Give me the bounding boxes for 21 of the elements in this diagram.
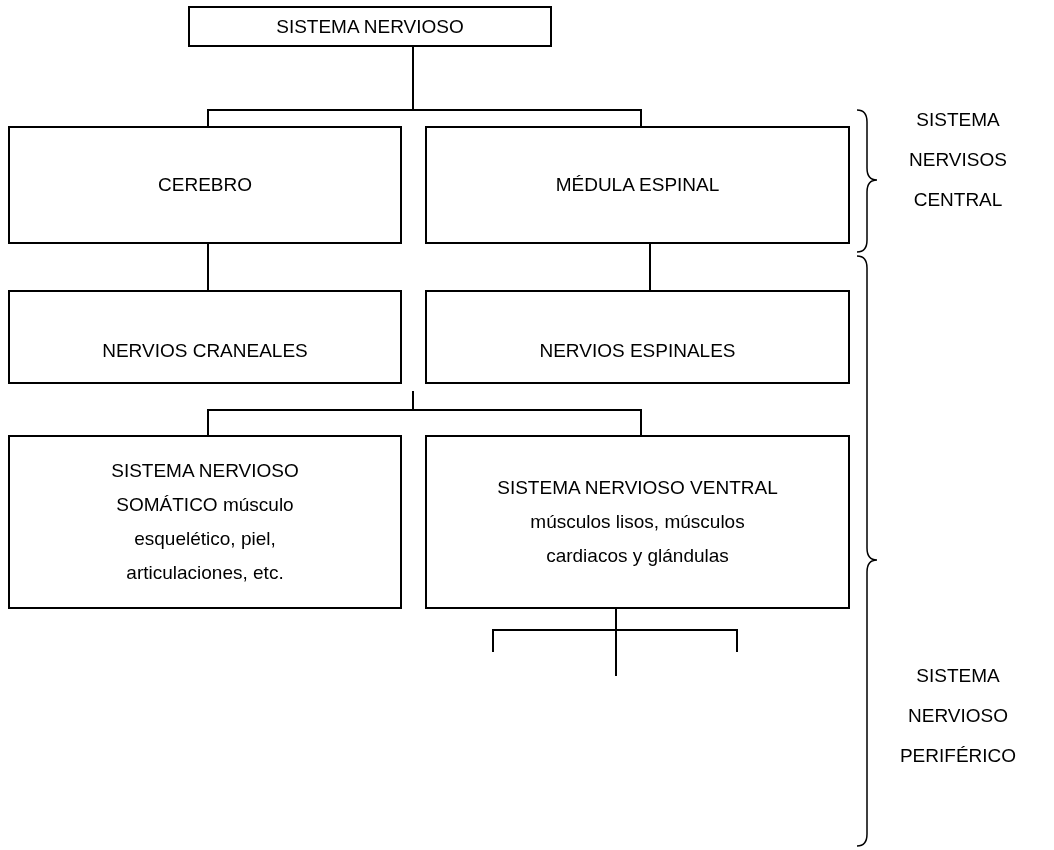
process-box: [188, 6, 552, 47]
process-box: [425, 290, 850, 384]
connector-line: [207, 243, 209, 291]
process-box: [425, 435, 850, 609]
connector-line: [649, 243, 651, 291]
node-text: CEREBRO: [158, 173, 252, 197]
node-text: MÉDULA ESPINAL: [555, 173, 720, 197]
node-text: SISTEMA NERVIOSO SOMÁTICO músculo esquelético, piel, articulaciones, etc.: [110, 459, 300, 585]
process-box: [8, 435, 402, 609]
brace-label: SISTEMA NERVIOSO PERIFÉRICO: [898, 664, 1018, 768]
brace-label: SISTEMA NERVISOS CENTRAL: [908, 108, 1008, 212]
node-text: NERVIOS CRANEALES: [102, 339, 308, 363]
process-box: [8, 126, 402, 244]
process-box: [8, 290, 402, 384]
branch-line: [412, 390, 642, 436]
node-text: SISTEMA NERVIOSO: [276, 14, 464, 39]
connector-line: [412, 46, 642, 127]
process-box: [425, 126, 850, 244]
node-text: SISTEMA NERVIOSO VENTRAL músculos lisos, músculos cardiacos y glándulas: [496, 476, 779, 568]
branch-line: [615, 608, 738, 653]
node-text: NERVIOS ESPINALES: [539, 339, 736, 363]
